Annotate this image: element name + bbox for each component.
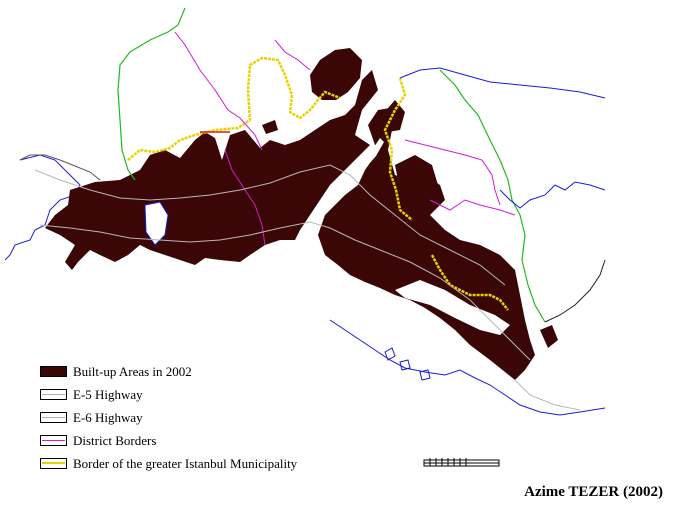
district-borders-asia-2 (429, 199, 516, 216)
bosphorus-gap (300, 138, 384, 236)
highway-link (514, 379, 581, 411)
legend-label: Border of the greater Istanbul Municipal… (73, 455, 298, 471)
author-credit: Azime TEZER (2002) (524, 484, 663, 500)
legend-label: District Borders (73, 432, 157, 448)
sea-coast-southeast (499, 181, 606, 209)
province-border-west (117, 7, 186, 181)
legend-item-district: District Borders (40, 429, 297, 452)
municipal-border-asian (383, 77, 413, 221)
legend-swatch-e5 (40, 389, 67, 400)
legend-item-built-up: Built-up Areas in 2002 (40, 360, 297, 383)
built-up-european-small-2 (320, 132, 345, 150)
princes-islands (384, 347, 431, 381)
western-outline (19, 154, 101, 181)
legend-label: E-5 Highway (73, 386, 143, 402)
municipal-border-east (430, 254, 509, 311)
built-up-asian-north (382, 100, 405, 132)
province-border-east (439, 69, 546, 323)
district-borders-europe-2 (224, 149, 266, 246)
lake-kucukcekmece (144, 201, 169, 246)
built-up-european-north (310, 48, 362, 100)
scale-bar (423, 458, 500, 467)
inner-gap-asian (395, 280, 510, 335)
district-borders-europe-3 (274, 39, 311, 71)
built-up-asian-east (430, 245, 480, 290)
built-up-european-small-1 (262, 120, 278, 134)
built-up-asian-northeast (395, 155, 438, 195)
built-up-european-side (45, 70, 378, 270)
e6-highway (34, 164, 506, 286)
land-outline-southeast (544, 259, 606, 323)
legend-item-e6: E-6 Highway (40, 406, 297, 429)
western-coastline (4, 154, 81, 261)
marmara-coast (329, 319, 606, 416)
built-up-asian-tuzla (540, 325, 558, 348)
legend-swatch-district (40, 435, 67, 446)
legend-label: E-6 Highway (73, 409, 143, 425)
district-borders-asia (404, 139, 501, 206)
municipal-border-north (127, 56, 341, 161)
district-borders-europe (174, 31, 263, 151)
legend-swatch-municipality (40, 458, 67, 469)
legend-swatch-e6 (40, 412, 67, 423)
legend-swatch-built-up (40, 366, 67, 377)
legend-label: Built-up Areas in 2002 (73, 363, 192, 379)
legend-item-e5: E-5 Highway (40, 383, 297, 406)
legend-item-municipality: Border of the greater Istanbul Municipal… (40, 452, 297, 475)
black-sea-coast-east (399, 67, 606, 99)
map-legend: Built-up Areas in 2002 E-5 Highway E-6 H… (40, 360, 297, 475)
e5-highway (39, 221, 531, 361)
